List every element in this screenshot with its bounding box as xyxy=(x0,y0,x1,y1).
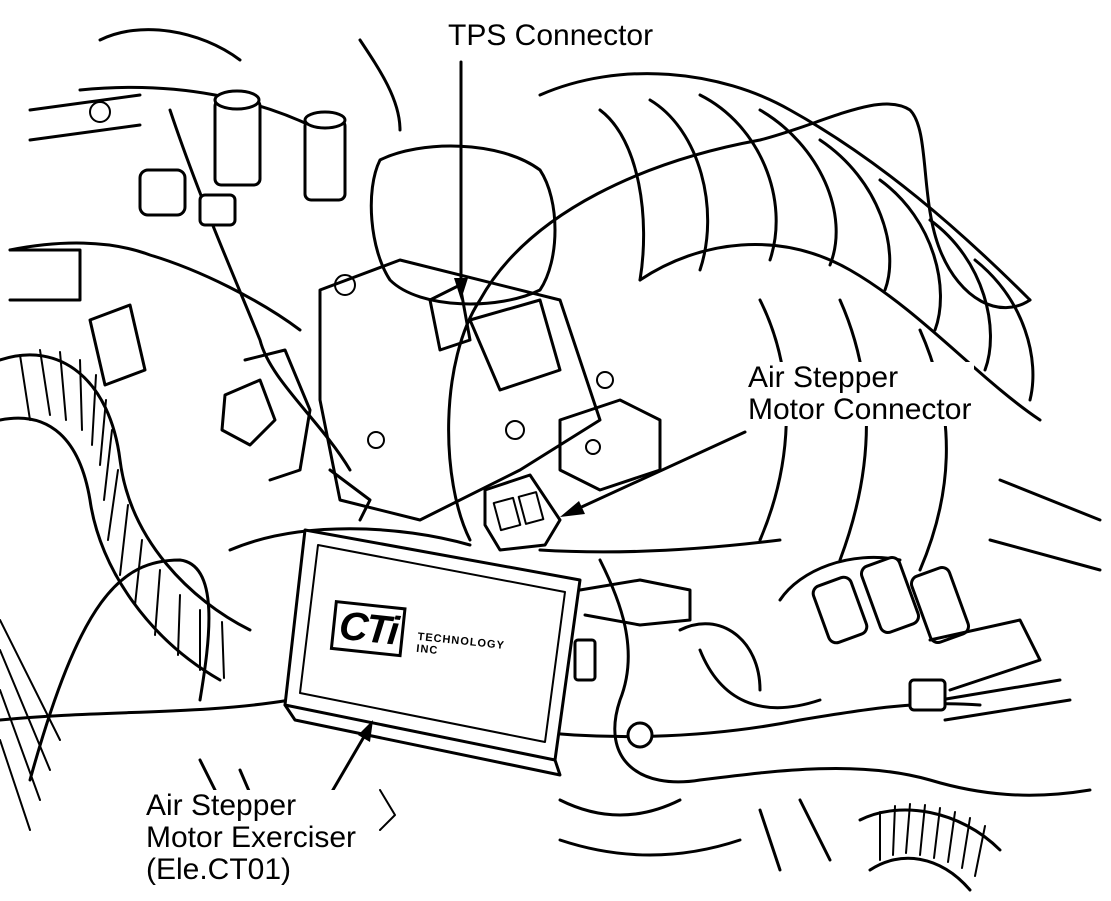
stepper-connector-drawing xyxy=(483,473,562,552)
cti-logo-subtext: TECHNOLOGY INC xyxy=(415,630,506,658)
wiring xyxy=(0,85,1092,797)
tps-connector-label-text: TPS Connector xyxy=(448,19,654,52)
exerciser-leader-line xyxy=(328,733,367,797)
cti-logo-mark: CTi xyxy=(329,600,407,658)
air-stepper-motor-exerciser-line-1: Air Stepper xyxy=(146,789,297,822)
tps-connector-label: TPS Connector xyxy=(445,19,657,52)
callout-lines xyxy=(328,60,747,797)
upper-left-components xyxy=(8,28,402,387)
air-stepper-motor-exerciser-line-3: (Ele.CT01) xyxy=(146,853,292,886)
exerciser-box xyxy=(283,528,692,777)
lower-structure xyxy=(0,478,1102,872)
air-stepper-motor-connector-line-2: Motor Connector xyxy=(748,393,972,426)
sensor-cluster xyxy=(220,348,385,522)
corrugated-conduit xyxy=(0,349,1002,892)
air-intake-hose xyxy=(538,72,1042,572)
air-stepper-motor-exerciser-line-2: Motor Exerciser xyxy=(146,821,357,854)
exerciser-arrowhead xyxy=(358,720,373,742)
air-stepper-motor-connector-label: Air Stepper Motor Connector xyxy=(745,361,975,426)
stepper-connector-arrowhead xyxy=(560,501,585,517)
right-fuel-components xyxy=(626,555,1072,749)
tps-arrowhead xyxy=(454,278,468,300)
air-stepper-motor-exerciser-label: Air Stepper Motor Exerciser (Ele.CT01) xyxy=(143,789,360,886)
air-stepper-motor-connector-line-1: Air Stepper xyxy=(748,361,899,394)
stepper-connector-leader-line xyxy=(573,430,747,512)
throttle-body xyxy=(318,144,662,522)
